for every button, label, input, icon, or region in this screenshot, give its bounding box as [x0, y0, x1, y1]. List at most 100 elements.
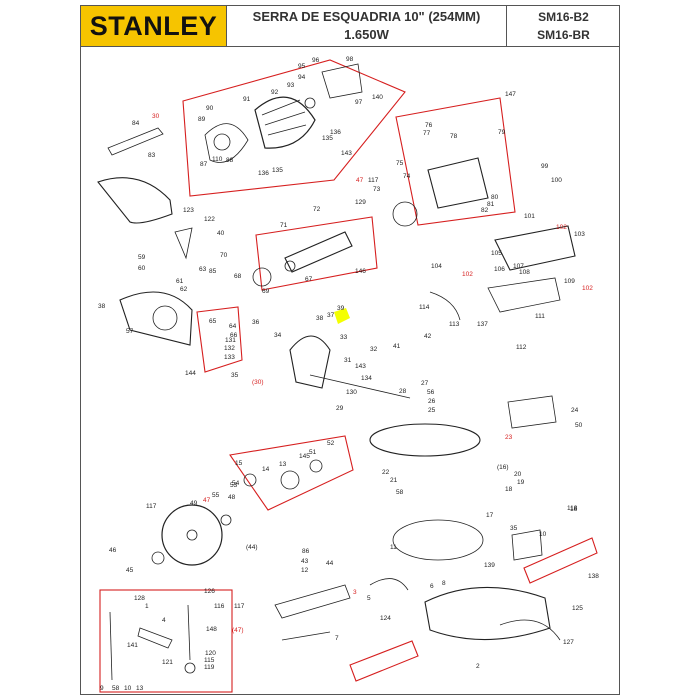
handle-grip-103: [494, 225, 576, 271]
part-number-label: 135: [322, 135, 333, 142]
part-number-label: 75: [396, 160, 404, 167]
part-number-label: 101: [524, 213, 535, 220]
pivot-shaft: [309, 374, 411, 399]
part-number-label: 110: [212, 156, 223, 163]
part-number-label: (47): [232, 627, 244, 634]
part-number-label: 87: [200, 161, 208, 168]
part-number-label: 51: [309, 449, 317, 456]
part-number-label: 91: [243, 96, 251, 103]
part-number-label: 114: [419, 304, 430, 311]
saw-blade-45: [161, 504, 223, 566]
part-number-label: 100: [551, 177, 562, 184]
part-number-label: 117: [368, 177, 379, 184]
part-number-label: 4: [162, 617, 166, 624]
part-number-label: 78: [450, 133, 458, 140]
bag-clip-122: [174, 227, 193, 260]
guard-fins: [261, 99, 307, 136]
part-number-label: 38: [98, 303, 106, 310]
saw-arm-31: [289, 335, 331, 389]
wrench-rod-119: [109, 611, 113, 681]
inner-flange-46: [220, 514, 232, 526]
part-number-label: 81: [487, 201, 495, 208]
clamp-knob-116: [184, 662, 196, 674]
part-number-label: 56: [427, 389, 435, 396]
guard-cover-98: [321, 63, 363, 99]
fence-7: [274, 584, 351, 619]
part-number-label: 105: [491, 250, 502, 257]
part-number-label: 85: [209, 268, 217, 275]
dust-bag-123: [97, 177, 173, 224]
part-number-label: 1: [145, 603, 149, 610]
part-number-label: 48: [228, 494, 236, 501]
part-number-label: 107: [513, 263, 524, 270]
part-number-label: 134: [361, 375, 372, 382]
part-number-label: 148: [206, 626, 217, 633]
part-number-label: 89: [198, 116, 206, 123]
part-number-label: 139: [484, 562, 495, 569]
part-number-label: 64: [229, 323, 237, 330]
part-number-label: 143: [355, 363, 366, 370]
part-number-label: 96: [312, 57, 320, 64]
part-number-label: 10: [539, 531, 547, 538]
part-number-label: 18: [505, 486, 513, 493]
base-strip-outline: [349, 640, 419, 682]
part-number-label: 54: [232, 480, 240, 487]
model-number-2: SM16-BR: [537, 28, 590, 42]
part-number-label: 53: [230, 482, 238, 489]
part-number-label: 31: [344, 357, 352, 364]
part-number-label: 50: [575, 422, 583, 429]
part-number-label: 146: [355, 268, 366, 275]
part-number-label: 8: [442, 580, 446, 587]
saw-blade-hub: [186, 529, 198, 541]
part-number-label: 123: [183, 207, 194, 214]
guard-plate-90: [204, 123, 249, 163]
part-number-label: 76: [425, 122, 433, 129]
part-number-label: 7: [335, 635, 339, 642]
part-number-label: 136: [330, 129, 341, 136]
part-number-label: 40: [217, 230, 225, 237]
part-number-label: 58: [112, 685, 120, 692]
part-number-label: 47: [356, 177, 364, 184]
part-number-label: 119: [204, 664, 215, 671]
part-number-label: 125: [572, 605, 583, 612]
armature-71: [284, 231, 353, 273]
part-number-label: (16): [497, 464, 509, 471]
brand-logo-text: STANLEY: [89, 10, 218, 41]
product-title-line2: 1.650W: [344, 27, 389, 42]
base-ring-6: [392, 519, 484, 561]
part-number-label: 109: [564, 278, 575, 285]
base-2: [424, 586, 551, 641]
part-number-label: 67: [305, 276, 313, 283]
stanley-logo: STANLEY: [81, 6, 227, 46]
part-number-label: 83: [148, 152, 156, 159]
part-number-label: 108: [519, 269, 530, 276]
part-number-label: 137: [477, 321, 488, 328]
turntable-21: [369, 423, 481, 457]
part-number-label: 45: [126, 567, 134, 574]
fence-strip-128: [281, 631, 331, 641]
part-number-label: 13: [136, 685, 144, 692]
part-number-label: 39: [337, 305, 345, 312]
title-block: STANLEY SERRA DE ESQUADRIA 10" (254MM) 1…: [81, 6, 619, 47]
part-number-label: 99: [541, 163, 549, 170]
part-number-label: 52: [327, 440, 335, 447]
part-number-label: 63: [199, 266, 207, 273]
part-number-label: 136: [258, 170, 269, 177]
part-number-label: 30: [152, 113, 160, 120]
blade-guard-group-outline: [182, 59, 406, 197]
part-number-label: 27: [421, 380, 429, 387]
part-number-label: 12: [301, 567, 309, 574]
product-title: SERRA DE ESQUADRIA 10" (254MM) 1.650W: [227, 6, 507, 46]
upper-blade-guard: [254, 96, 316, 149]
guard-bearing: [213, 133, 231, 151]
part-number-label: 106: [494, 266, 505, 273]
part-number-label: 147: [505, 91, 516, 98]
part-number-label: 44: [326, 560, 334, 567]
product-title-line1: SERRA DE ESQUADRIA 10" (254MM): [252, 9, 481, 24]
part-number-label: 72: [313, 206, 321, 213]
part-number-label: 10: [124, 685, 132, 692]
part-number-label: 46: [109, 547, 117, 554]
part-number-label: 112: [516, 344, 527, 351]
part-number-label: 144: [185, 370, 196, 377]
